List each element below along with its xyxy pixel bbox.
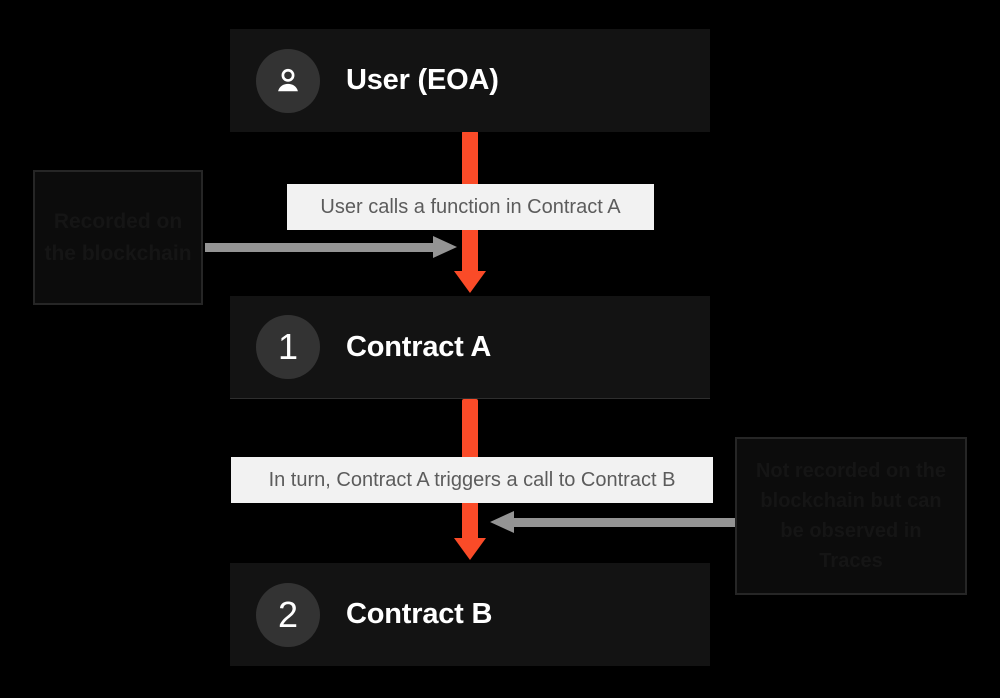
arrow-head [490,511,514,533]
arrow-head [454,538,486,560]
edge-label-user-calls-function: User calls a function in Contract A [287,184,654,230]
step-number-badge-2: 2 [256,582,320,647]
node-contract-b: 2 Contract B [230,563,710,666]
arrow-shaft [512,518,735,527]
annotation-pointer-arrow-left [490,511,735,533]
arrow-shaft [205,243,435,252]
node-user: User (EOA) [230,29,710,132]
arrow-head [433,236,457,258]
person-icon [256,48,320,113]
node-contract-a-label: Contract A [346,330,492,363]
node-contract-b-label: Contract B [346,598,493,630]
edge-label-contract-a-triggers-contract-b: In turn, Contract A triggers a call to C… [231,457,713,503]
node-user-label: User (EOA) [346,64,499,96]
arrow-head [454,271,486,293]
node-contract-a: 1 Contract A [230,296,710,399]
annotation-recorded-on-blockchain: Recorded on the blockchain [33,170,203,305]
annotation-pointer-arrow-right [205,236,457,258]
annotation-not-recorded-on-blockchain: Not recorded on the blockchain but can b… [735,437,967,595]
step-number-badge-1: 1 [256,315,320,379]
